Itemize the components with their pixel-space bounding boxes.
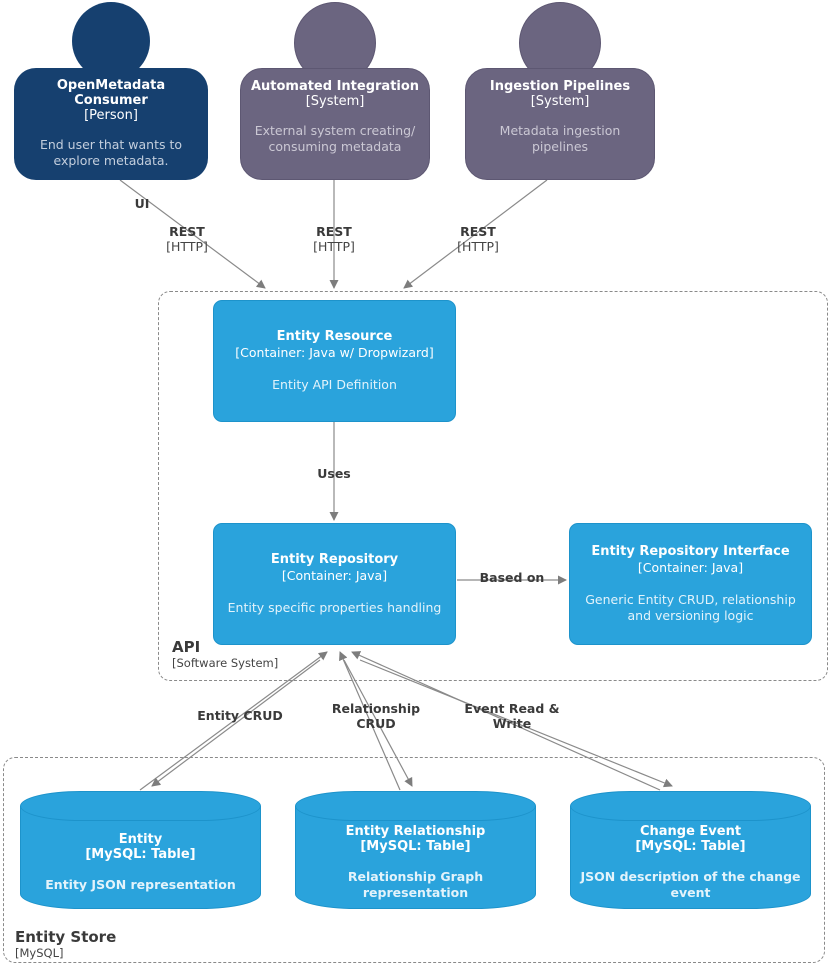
edge-label-rest-1: REST [HTTP] bbox=[147, 224, 227, 254]
database-tech: [MySQL: Table] bbox=[85, 847, 196, 862]
container-tech: [Container: Java] bbox=[637, 560, 744, 575]
boundary-entity-store-label: Entity Store [MySQL] bbox=[15, 928, 215, 960]
edge-label-tech: [HTTP] bbox=[457, 239, 499, 254]
boundary-title: API bbox=[172, 638, 201, 656]
database-entity[interactable]: Entity [MySQL: Table] Entity JSON repres… bbox=[20, 791, 261, 909]
edge-label-title: Based on bbox=[479, 570, 545, 585]
database-description: Entity JSON representation bbox=[45, 877, 236, 892]
actor-ingestion-pipelines[interactable]: Ingestion Pipelines [System] Metadata in… bbox=[465, 2, 655, 180]
edge-label-title: REST bbox=[460, 224, 496, 239]
database-title: Entity Relationship bbox=[345, 824, 486, 839]
cylinder-top bbox=[570, 791, 811, 821]
edge-label-title: Relationship CRUD bbox=[331, 701, 421, 731]
edge-label-relationship-crud: Relationship CRUD bbox=[328, 701, 424, 731]
database-title: Entity bbox=[118, 832, 163, 847]
edge-label-title: Event Read & Write bbox=[464, 701, 560, 731]
container-title: Entity Resource bbox=[276, 329, 393, 344]
container-entity-repository-interface[interactable]: Entity Repository Interface [Container: … bbox=[569, 523, 812, 645]
actor-title: Automated Integration bbox=[250, 79, 420, 94]
actor-tech: [System] bbox=[530, 94, 590, 109]
database-tech: [MySQL: Table] bbox=[635, 839, 746, 854]
boundary-api-label: API [Software System] bbox=[172, 638, 362, 670]
person-head-icon bbox=[72, 2, 150, 80]
database-entity-relationship[interactable]: Entity Relationship [MySQL: Table] Relat… bbox=[295, 791, 536, 909]
edge-label-rest-2: REST [HTTP] bbox=[294, 224, 374, 254]
container-title: Entity Repository bbox=[270, 552, 399, 567]
cylinder-top bbox=[295, 791, 536, 821]
cylinder-top bbox=[20, 791, 261, 821]
edge-label-event-read-write: Event Read & Write bbox=[462, 701, 562, 731]
database-description: Relationship Graph representation bbox=[347, 869, 484, 900]
edge-label-rest-3: REST [HTTP] bbox=[438, 224, 518, 254]
database-label: Entity [MySQL: Table] Entity JSON repres… bbox=[20, 832, 261, 893]
edge-label-tech: [HTTP] bbox=[166, 239, 208, 254]
actor-description: Metadata ingestion pipelines bbox=[499, 123, 621, 154]
database-title: Change Event bbox=[639, 824, 742, 839]
database-label: Entity Relationship [MySQL: Table] Relat… bbox=[295, 824, 536, 901]
edge-label-entity-crud: Entity CRUD bbox=[190, 708, 290, 723]
actor-title: OpenMetadata Consumer bbox=[56, 78, 166, 108]
container-entity-resource[interactable]: Entity Resource [Container: Java w/ Drop… bbox=[213, 300, 456, 422]
boundary-tech: [Software System] bbox=[172, 656, 279, 670]
edge-label-title: Uses bbox=[317, 466, 351, 481]
edge-label-ui: UI bbox=[118, 196, 166, 211]
boundary-entity-store bbox=[3, 757, 825, 963]
actor-title: Ingestion Pipelines bbox=[489, 79, 631, 94]
database-label: Change Event [MySQL: Table] JSON descrip… bbox=[570, 824, 811, 901]
container-tech: [Container: Java] bbox=[281, 568, 388, 583]
actor-automated-integration[interactable]: Automated Integration [System] External … bbox=[240, 2, 430, 180]
edge-label-based-on: Based on bbox=[478, 570, 546, 585]
container-title: Entity Repository Interface bbox=[591, 544, 790, 559]
edge-label-title: REST bbox=[169, 224, 205, 239]
container-description: Entity API Definition bbox=[272, 377, 397, 392]
actor-tech: [Person] bbox=[84, 108, 138, 123]
container-description: Entity specific properties handling bbox=[227, 600, 442, 615]
actor-body: OpenMetadata Consumer [Person] End user … bbox=[14, 68, 208, 180]
actor-body: Ingestion Pipelines [System] Metadata in… bbox=[465, 68, 655, 180]
container-description: Generic Entity CRUD, relationship and ve… bbox=[585, 592, 796, 623]
container-entity-repository[interactable]: Entity Repository [Container: Java] Enti… bbox=[213, 523, 456, 645]
boundary-api bbox=[158, 291, 828, 681]
database-tech: [MySQL: Table] bbox=[360, 839, 471, 854]
container-tech: [Container: Java w/ Dropwizard] bbox=[235, 345, 434, 360]
boundary-title: Entity Store bbox=[15, 928, 117, 946]
edge-label-title: REST bbox=[316, 224, 352, 239]
edge-label-uses: Uses bbox=[303, 466, 365, 481]
actor-tech: [System] bbox=[305, 94, 365, 109]
actor-description: End user that wants to explore metadata. bbox=[39, 137, 183, 168]
boundary-tech: [MySQL] bbox=[15, 946, 64, 960]
edge-label-title: UI bbox=[134, 196, 150, 211]
database-description: JSON description of the change event bbox=[580, 869, 801, 900]
edge-label-title: Entity CRUD bbox=[197, 708, 283, 723]
actor-description: External system creating/ consuming meta… bbox=[254, 123, 416, 154]
database-change-event[interactable]: Change Event [MySQL: Table] JSON descrip… bbox=[570, 791, 811, 909]
actor-body: Automated Integration [System] External … bbox=[240, 68, 430, 180]
edge-label-tech: [HTTP] bbox=[313, 239, 355, 254]
actor-openmetadata-consumer[interactable]: OpenMetadata Consumer [Person] End user … bbox=[14, 2, 208, 180]
